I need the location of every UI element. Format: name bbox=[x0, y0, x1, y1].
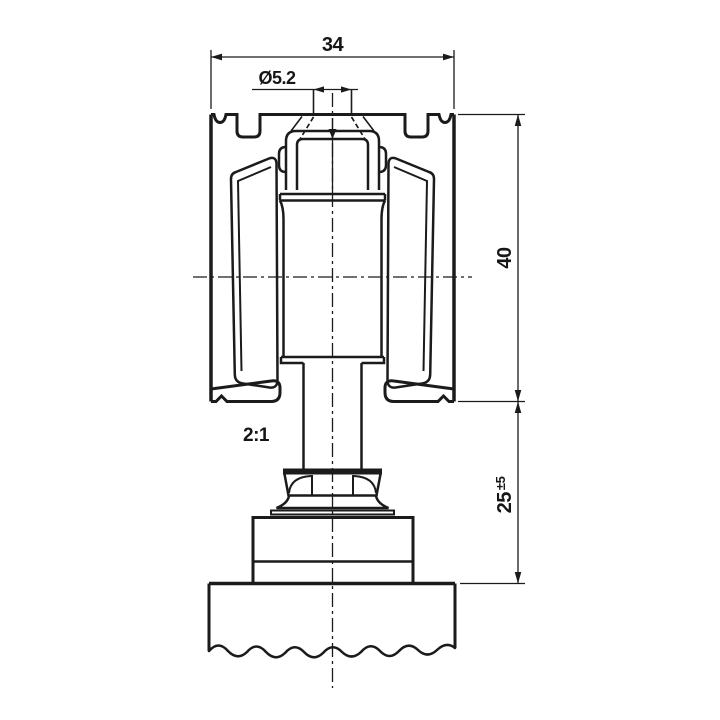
dim-height-arrow-bottom bbox=[514, 390, 522, 402]
door-break-line bbox=[207, 643, 457, 659]
nut-outline bbox=[283, 473, 382, 497]
dim-hole-label: Ø5.2 bbox=[258, 68, 296, 88]
hole-countersink-left bbox=[290, 116, 303, 132]
hidden-hole-edge-left bbox=[299, 116, 315, 140]
right-wheel-rim-line bbox=[393, 166, 429, 372]
washer-plate bbox=[270, 509, 395, 516]
dim-width-label: 34 bbox=[322, 34, 345, 56]
dim-drop-height: 25±5 bbox=[460, 401, 525, 585]
roller-wheel-right bbox=[386, 156, 436, 389]
cone-washer bbox=[276, 495, 389, 510]
body-left-side bbox=[278, 199, 285, 357]
dim-hole-arrow-right bbox=[341, 86, 352, 93]
dim-width-arrow-right bbox=[443, 53, 454, 61]
dim-drop-arrow-bottom bbox=[514, 572, 522, 584]
dim-track-height: 40 bbox=[458, 113, 525, 403]
hole-countersink-right bbox=[362, 116, 375, 132]
hanger-body bbox=[278, 192, 387, 365]
roller-wheel-left bbox=[229, 156, 279, 389]
hidden-hole-edge-right bbox=[350, 116, 366, 140]
dim-drop-value: 25 bbox=[494, 492, 516, 514]
bracket-outline bbox=[251, 516, 415, 583]
body-right-side bbox=[380, 199, 387, 357]
dim-height-arrow-top bbox=[514, 114, 522, 126]
dim-width-top: 34 bbox=[210, 34, 455, 109]
dim-drop-label: 25±5 bbox=[493, 476, 516, 513]
bolt-shaft bbox=[302, 363, 363, 471]
dim-drop-arrow-top bbox=[514, 401, 522, 413]
dim-height-label: 40 bbox=[494, 247, 516, 269]
hub-clip-right bbox=[378, 145, 388, 174]
body-bottom-step bbox=[279, 357, 386, 365]
dim-width-arrow-left bbox=[211, 53, 222, 61]
dim-hole-diameter: Ø5.2 bbox=[252, 68, 358, 116]
hex-nut bbox=[283, 468, 382, 497]
nut-chamfer-right bbox=[353, 475, 377, 494]
dim-drop-tolerance: ±5 bbox=[493, 476, 508, 490]
clamp-bracket bbox=[251, 516, 415, 583]
right-wheel-outline bbox=[386, 156, 436, 389]
left-wheel-outline bbox=[229, 156, 279, 389]
door-panel bbox=[207, 581, 457, 659]
axle-hub bbox=[277, 116, 388, 194]
scale-label: 2:1 bbox=[243, 425, 270, 446]
hub-clip-left bbox=[277, 145, 287, 174]
track-top-edge bbox=[211, 113, 454, 139]
left-wheel-rim-line bbox=[236, 166, 272, 372]
cone-washer-outline bbox=[276, 495, 389, 510]
nut-chamfer-left bbox=[288, 475, 312, 494]
washer-plate-outline bbox=[270, 509, 395, 516]
dim-hole-arrow-left bbox=[313, 86, 324, 93]
